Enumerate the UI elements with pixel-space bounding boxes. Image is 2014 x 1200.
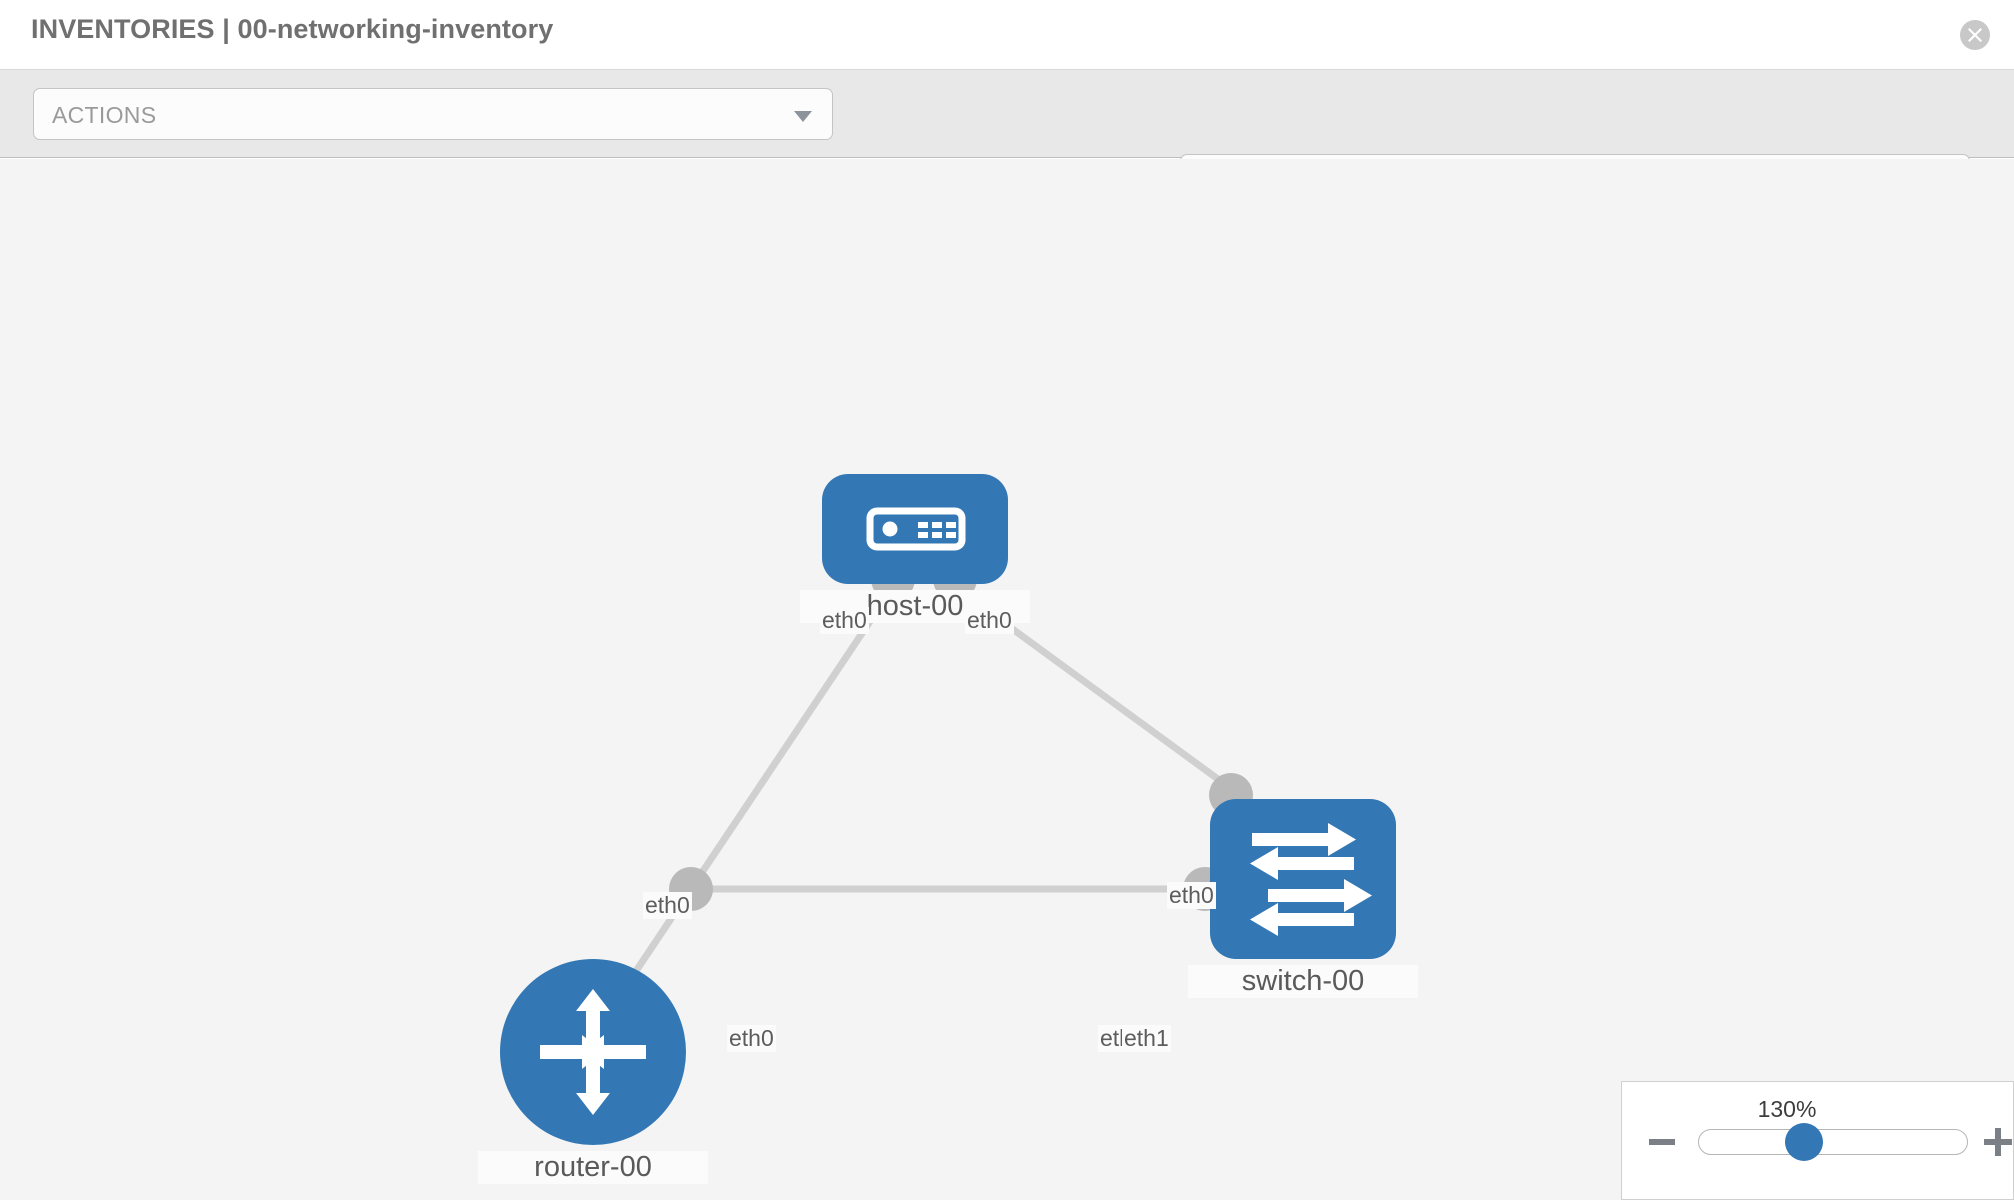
router-arrows-icon: [500, 959, 686, 1145]
page-title: INVENTORIES | 00-networking-inventory: [31, 14, 554, 44]
zoom-slider-track[interactable]: [1698, 1129, 1968, 1155]
actions-dropdown[interactable]: ACTIONS: [33, 88, 833, 140]
iface-label-switch-up: eth0: [1167, 882, 1216, 909]
minus-icon[interactable]: [1649, 1139, 1675, 1145]
node-switch-00-label: switch-00: [1188, 965, 1418, 998]
zoom-control[interactable]: 130%: [1621, 1081, 2014, 1200]
chevron-down-icon: [794, 111, 812, 122]
actions-dropdown-label: ACTIONS: [52, 102, 157, 128]
server-icon: [822, 474, 1008, 584]
close-icon[interactable]: [1960, 20, 1990, 50]
plus-icon[interactable]: [1984, 1128, 2012, 1156]
topology-canvas[interactable]: host-00: [0, 159, 2014, 1200]
iface-label-switch-left-occluded: etl: [1098, 1025, 1127, 1052]
iface-label-switch-left: eth1: [1122, 1025, 1171, 1052]
iface-label-router-up: eth0: [643, 892, 692, 919]
zoom-percent-label: 130%: [1757, 1096, 1817, 1122]
topology-links: [621, 584, 1240, 991]
iface-label-host-right: eth0: [965, 607, 1014, 634]
page-header: INVENTORIES | 00-networking-inventory: [0, 0, 2014, 70]
toolbar: ACTIONS SEARCH: [0, 70, 2014, 206]
switch-arrows-icon: [1210, 799, 1396, 959]
iface-label-host-left: eth0: [820, 607, 869, 634]
iface-label-router-right: eth0: [727, 1025, 776, 1052]
node-router-00-label: router-00: [478, 1151, 708, 1184]
zoom-slider-thumb[interactable]: [1785, 1123, 1823, 1161]
